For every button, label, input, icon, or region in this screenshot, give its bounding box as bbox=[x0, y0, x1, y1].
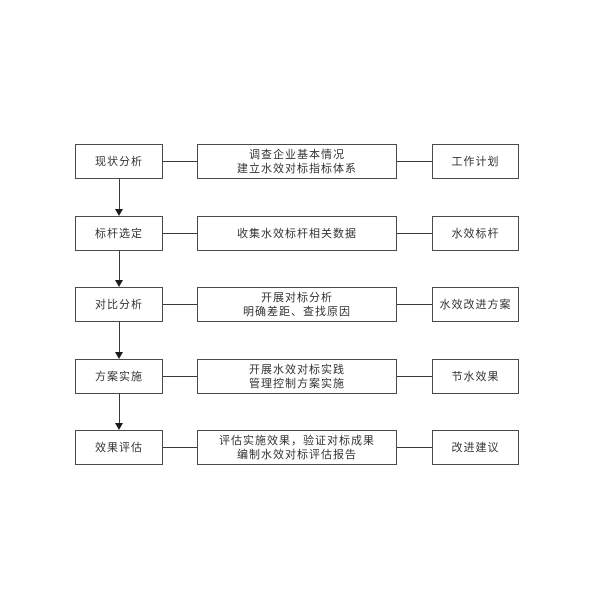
output-box: 改进建议 bbox=[432, 430, 519, 465]
arrowhead-icon bbox=[115, 423, 123, 430]
stage-label: 方案实施 bbox=[95, 370, 143, 383]
stage-box: 现状分析 bbox=[75, 144, 163, 179]
stage-box: 标杆选定 bbox=[75, 216, 163, 251]
output-label: 工作计划 bbox=[451, 155, 500, 168]
output-label: 节水效果 bbox=[451, 370, 500, 383]
flow-row: 方案实施 开展水效对标实践 管理控制方案实施 节水效果 bbox=[0, 359, 600, 394]
task-line: 收集水效标杆相关数据 bbox=[237, 227, 357, 240]
output-box: 水效标杆 bbox=[432, 216, 519, 251]
stage-box: 效果评估 bbox=[75, 430, 163, 465]
down-arrow bbox=[115, 179, 124, 216]
stage-box: 方案实施 bbox=[75, 359, 163, 394]
task-line: 开展水效对标实践 bbox=[249, 363, 345, 376]
output-label: 水效改进方案 bbox=[439, 298, 512, 311]
task-box: 开展对标分析 明确差距、查找原因 bbox=[197, 287, 397, 322]
task-line: 开展对标分析 bbox=[261, 291, 333, 304]
connector-line bbox=[397, 233, 432, 234]
output-label: 改进建议 bbox=[451, 441, 500, 454]
task-box: 开展水效对标实践 管理控制方案实施 bbox=[197, 359, 397, 394]
connector-line bbox=[163, 447, 197, 448]
output-box: 节水效果 bbox=[432, 359, 519, 394]
flow-row: 标杆选定 收集水效标杆相关数据 水效标杆 bbox=[0, 216, 600, 251]
down-arrow bbox=[115, 322, 124, 359]
task-line: 建立水效对标指标体系 bbox=[237, 162, 357, 175]
arrow-line bbox=[119, 179, 120, 211]
task-line: 编制水效对标评估报告 bbox=[237, 448, 357, 461]
task-line: 管理控制方案实施 bbox=[249, 377, 345, 390]
down-arrow bbox=[115, 251, 124, 287]
connector-line bbox=[163, 161, 197, 162]
stage-label: 效果评估 bbox=[95, 441, 143, 454]
stage-label: 现状分析 bbox=[95, 155, 143, 168]
connector-line bbox=[397, 161, 432, 162]
arrowhead-icon bbox=[115, 209, 123, 216]
arrowhead-icon bbox=[115, 280, 123, 287]
connector-line bbox=[397, 447, 432, 448]
output-box: 工作计划 bbox=[432, 144, 519, 179]
connector-line bbox=[397, 304, 432, 305]
stage-box: 对比分析 bbox=[75, 287, 163, 322]
task-line: 明确差距、查找原因 bbox=[243, 305, 351, 318]
arrowhead-icon bbox=[115, 352, 123, 359]
task-line: 调查企业基本情况 bbox=[249, 148, 345, 161]
connector-line bbox=[163, 304, 197, 305]
arrow-line bbox=[119, 322, 120, 354]
arrow-line bbox=[119, 394, 120, 425]
connector-line bbox=[397, 376, 432, 377]
task-line: 评估实施效果，验证对标成果 bbox=[219, 434, 375, 447]
stage-label: 对比分析 bbox=[95, 298, 143, 311]
flow-row: 对比分析 开展对标分析 明确差距、查找原因 水效改进方案 bbox=[0, 287, 600, 322]
output-label: 水效标杆 bbox=[451, 227, 500, 240]
stage-label: 标杆选定 bbox=[95, 227, 143, 240]
flow-row: 现状分析 调查企业基本情况 建立水效对标指标体系 工作计划 bbox=[0, 144, 600, 179]
task-box: 调查企业基本情况 建立水效对标指标体系 bbox=[197, 144, 397, 179]
task-box: 收集水效标杆相关数据 bbox=[197, 216, 397, 251]
connector-line bbox=[163, 376, 197, 377]
down-arrow bbox=[115, 394, 124, 430]
output-box: 水效改进方案 bbox=[432, 287, 519, 322]
connector-line bbox=[163, 233, 197, 234]
flow-row: 效果评估 评估实施效果，验证对标成果 编制水效对标评估报告 改进建议 bbox=[0, 430, 600, 465]
task-box: 评估实施效果，验证对标成果 编制水效对标评估报告 bbox=[197, 430, 397, 465]
arrow-line bbox=[119, 251, 120, 282]
